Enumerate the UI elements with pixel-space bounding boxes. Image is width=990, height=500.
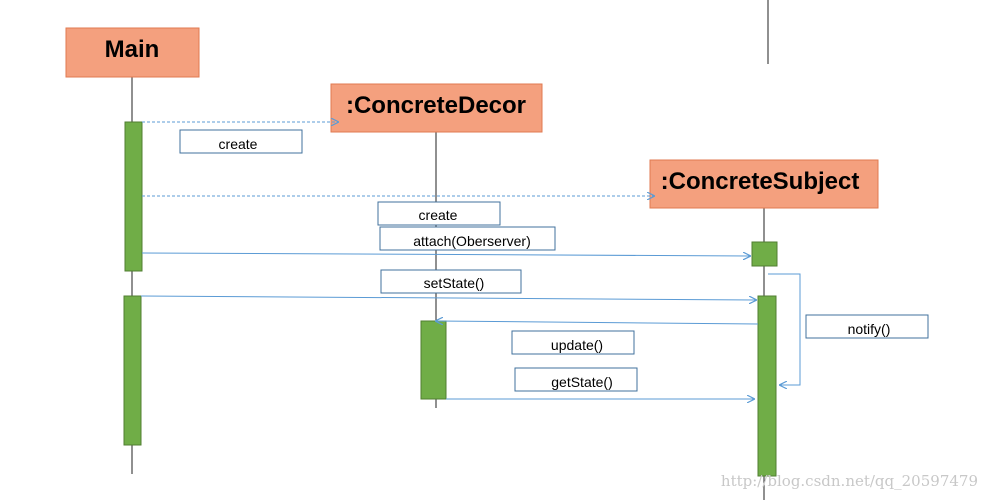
main-activation-1 <box>124 121 143 272</box>
update-arrow <box>436 321 759 324</box>
subject-activation <box>757 295 777 477</box>
svg-text:setState(): setState() <box>424 275 485 291</box>
label-notify: notify() <box>805 314 929 339</box>
label-attach: attach(Oberserver) <box>379 226 556 251</box>
svg-text:notify(): notify() <box>848 321 891 337</box>
object-concrete-subject-label: :ConcreteSubject <box>661 168 860 195</box>
attach-arrow <box>141 253 750 256</box>
label-set-state: setState() <box>380 269 522 294</box>
object-main: Main <box>65 27 200 78</box>
object-concrete-subject: :ConcreteSubject <box>649 159 879 209</box>
object-concrete-decor-label: :ConcreteDecor <box>346 92 526 119</box>
object-main-label: Main <box>105 36 160 63</box>
svg-text:getState(): getState() <box>551 374 612 390</box>
svg-text:create: create <box>419 207 458 223</box>
label-update: update() <box>511 330 635 355</box>
watermark-text: http://blog.csdn.net/qq_20597479 <box>721 472 978 490</box>
svg-text:update(): update() <box>551 337 603 353</box>
label-create-subject: create <box>377 201 501 226</box>
object-concrete-decor: :ConcreteDecor <box>330 83 543 133</box>
decor-activation <box>420 320 447 400</box>
svg-text:create: create <box>219 136 258 152</box>
main-activation-2 <box>123 295 142 446</box>
label-get-state: getState() <box>514 367 638 392</box>
label-create-decor: create <box>179 129 303 154</box>
notify-self-arrow <box>768 273 801 385</box>
subject-attach-activation <box>751 241 778 267</box>
svg-text:attach(Oberserver): attach(Oberserver) <box>413 233 530 249</box>
set-state-arrow <box>140 295 756 300</box>
